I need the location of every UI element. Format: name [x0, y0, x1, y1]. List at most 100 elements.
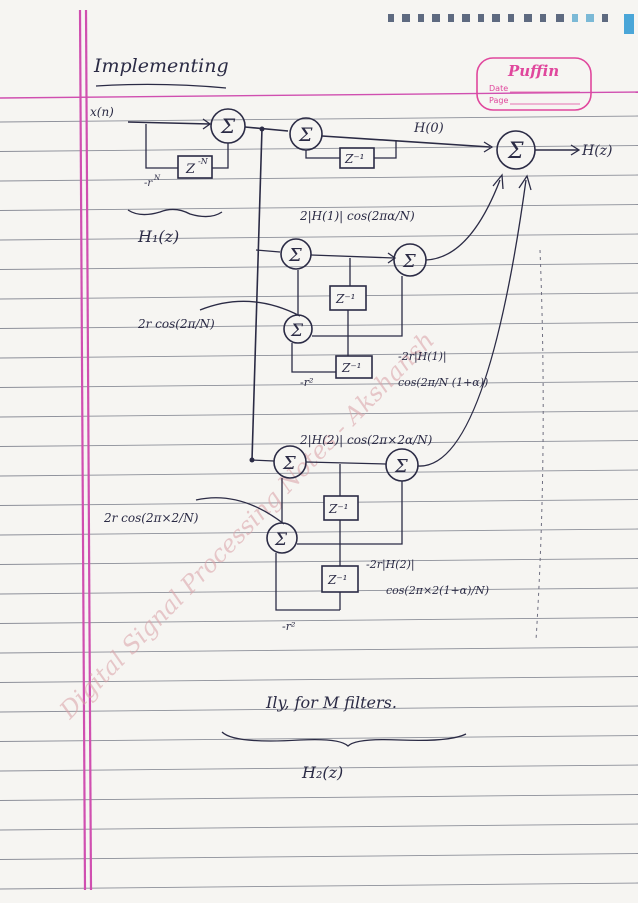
header-line — [0, 91, 638, 99]
ruled-line — [0, 292, 638, 300]
ruled-line — [0, 735, 638, 742]
ruled-line — [0, 233, 638, 241]
ruled-line — [0, 351, 638, 359]
ruled-lines — [0, 115, 638, 890]
delay-s2-box-2 — [321, 565, 359, 593]
margin-line-2 — [84, 9, 93, 891]
delay-N-box — [177, 155, 213, 179]
delay-h0-text: Z⁻¹ — [344, 152, 364, 166]
h1-label: H₁(z) — [137, 227, 179, 246]
s1-to-output — [425, 179, 501, 261]
stage2-gain-left: 2r cos(2π×2/N) — [103, 511, 199, 525]
ruled-line — [0, 676, 638, 683]
h0-label: H(0) — [413, 121, 444, 136]
comb-feed — [212, 143, 229, 169]
note-text: Ily, for M filters. — [265, 693, 397, 712]
logo-brand: Puffin — [507, 62, 559, 80]
stage2-gain-bottom-1: -2r|H(2)| — [366, 558, 415, 572]
s1-feedback-line — [291, 343, 336, 373]
ruled-line — [0, 263, 638, 270]
stage2-feedback: -r² — [282, 620, 295, 633]
ruled-line — [0, 528, 638, 536]
stage1-gain-left: 2r cos(2π/N) — [137, 317, 215, 331]
ruled-line — [0, 617, 638, 624]
bus-vertical — [251, 127, 263, 461]
sigma-s2-a: Σ — [282, 453, 296, 474]
stage2-gain-bottom-2: cos(2π×2(1+α)/N) — [386, 584, 489, 597]
sum-node-s1-a — [280, 238, 312, 270]
sigma-s2-c: Σ — [274, 530, 288, 550]
delay-N-text: Z — [185, 162, 196, 177]
delay-s2-text-2: Z⁻¹ — [327, 573, 347, 587]
h0-feed — [305, 150, 340, 159]
s2-out-arrow — [518, 174, 532, 191]
ruled-line — [0, 469, 638, 477]
watermark: Digital Signal Processing Notes - Akshan… — [53, 326, 440, 725]
ruled-line — [0, 174, 638, 182]
puffin-logo: Puffin Date Page — [476, 57, 592, 111]
ruled-line — [0, 115, 638, 123]
ruled-line — [0, 381, 638, 388]
sigma-s2-b: Σ — [394, 456, 408, 477]
ruled-line — [0, 145, 638, 152]
s2-mid-line — [305, 461, 387, 465]
delay-s1-text-2: Z⁻¹ — [341, 361, 361, 375]
h1-brace — [127, 208, 223, 218]
s2-gain-pointer — [195, 497, 285, 525]
ruled-line — [0, 764, 638, 772]
stage2-gain-top: 2|H(2)| cos(2π×2α/N) — [299, 433, 433, 447]
bus-top — [244, 126, 289, 132]
delay-s2-box-1 — [323, 495, 359, 521]
ruled-line — [0, 322, 638, 329]
input-line — [127, 121, 211, 125]
stage1-gain-bottom-2: cos(2π/N (1+α)) — [398, 376, 488, 389]
sigma-s1-a: Σ — [288, 245, 302, 266]
comb-feedback-exp: N — [153, 174, 161, 182]
stage2-tap — [251, 459, 275, 462]
sigma-s1-c: Σ — [290, 321, 304, 341]
delay-s1-box-2 — [335, 355, 373, 379]
margin-line — [78, 9, 87, 891]
sigma-comb: Σ — [220, 114, 236, 138]
s1-out-arrow — [492, 173, 504, 190]
s1-c-right — [312, 276, 403, 337]
h2-brace — [221, 731, 467, 747]
delay-s1-box-1 — [329, 285, 367, 311]
s1-gain-pointer — [199, 300, 301, 317]
ruled-line — [0, 823, 638, 831]
stage1-gain-top: 2|H(1)| cos(2πα/N) — [299, 209, 415, 223]
ruled-line — [0, 558, 638, 565]
delay-s2-text-1: Z⁻¹ — [328, 502, 348, 516]
delay-N-exp: -N — [198, 157, 209, 166]
output-arrow — [570, 144, 581, 156]
top-edge-bar — [388, 14, 634, 34]
s1-mid-line — [310, 254, 395, 259]
h0-line — [321, 135, 491, 148]
ruled-line — [0, 410, 638, 418]
ruled-line — [0, 440, 638, 447]
bus-junction — [259, 126, 265, 132]
ruled-line — [0, 882, 638, 890]
ruled-line — [0, 853, 638, 860]
s2-feedback-line — [275, 553, 322, 611]
s1-mid-arrow — [387, 252, 397, 264]
stage1-tap — [255, 249, 281, 253]
comb-feedback-label: -r — [144, 178, 153, 189]
ruled-line — [0, 794, 638, 801]
h0-loop — [372, 141, 397, 159]
logo-page-label: Page — [489, 96, 508, 105]
logo-date-label: Date — [489, 84, 508, 93]
continuation-mark — [535, 249, 544, 641]
stage1-feedback: -r² — [300, 376, 313, 389]
ruled-line — [0, 646, 638, 654]
ruled-line — [0, 705, 638, 713]
output-label: H(z) — [581, 143, 613, 159]
ruled-line — [0, 204, 638, 211]
delay-s1-text-1: Z⁻¹ — [335, 292, 355, 306]
sigma-output: Σ — [507, 139, 524, 164]
comb-branch — [145, 124, 178, 169]
ruled-line — [0, 499, 638, 506]
sigma-h0: Σ — [298, 124, 313, 146]
